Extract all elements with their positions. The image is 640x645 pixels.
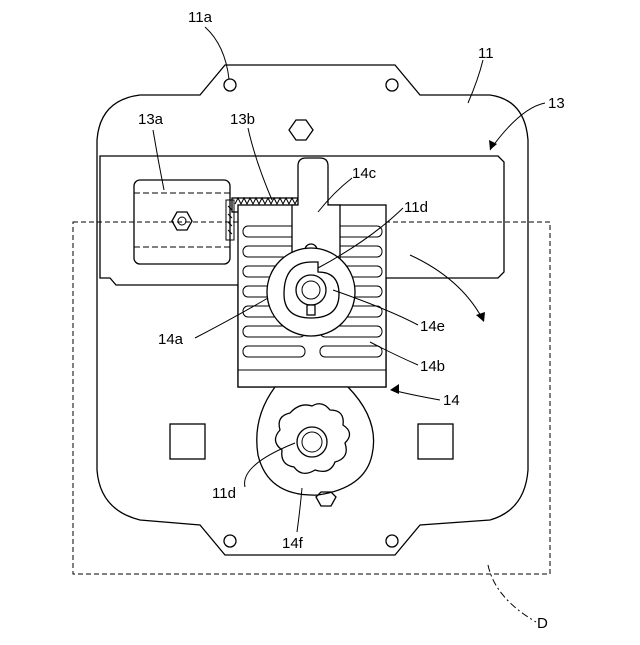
label-13: 13 — [548, 95, 565, 112]
plate-hole-top-right — [386, 79, 398, 91]
label-11: 11 — [478, 45, 494, 62]
label-11a: 11a — [188, 9, 213, 26]
label-14a: 14a — [158, 331, 184, 348]
hex-nut-plate — [289, 120, 313, 140]
label-13b: 13b — [230, 111, 255, 128]
label-14f: 14f — [282, 535, 304, 552]
plate-hole-bottom-right — [386, 535, 398, 547]
square-window-right — [418, 424, 453, 459]
pivot-11d-upper-outer — [296, 275, 326, 305]
square-window-left — [170, 424, 205, 459]
label-13a: 13a — [138, 111, 164, 128]
hex-nut-13a-bore — [178, 217, 186, 225]
label-d: D — [537, 615, 548, 632]
cam-key — [307, 305, 315, 315]
label-11d-bottom: 11d — [212, 485, 236, 502]
plate-hole-bottom-left — [224, 535, 236, 547]
label-14: 14 — [443, 392, 460, 409]
label-11d-top: 11d — [404, 199, 428, 216]
label-14c: 14c — [352, 165, 377, 182]
hex-nut-13a — [172, 212, 192, 230]
label-14e: 14e — [420, 318, 445, 335]
plate-hole-top-left — [224, 79, 236, 91]
label-14b: 14b — [420, 358, 445, 375]
